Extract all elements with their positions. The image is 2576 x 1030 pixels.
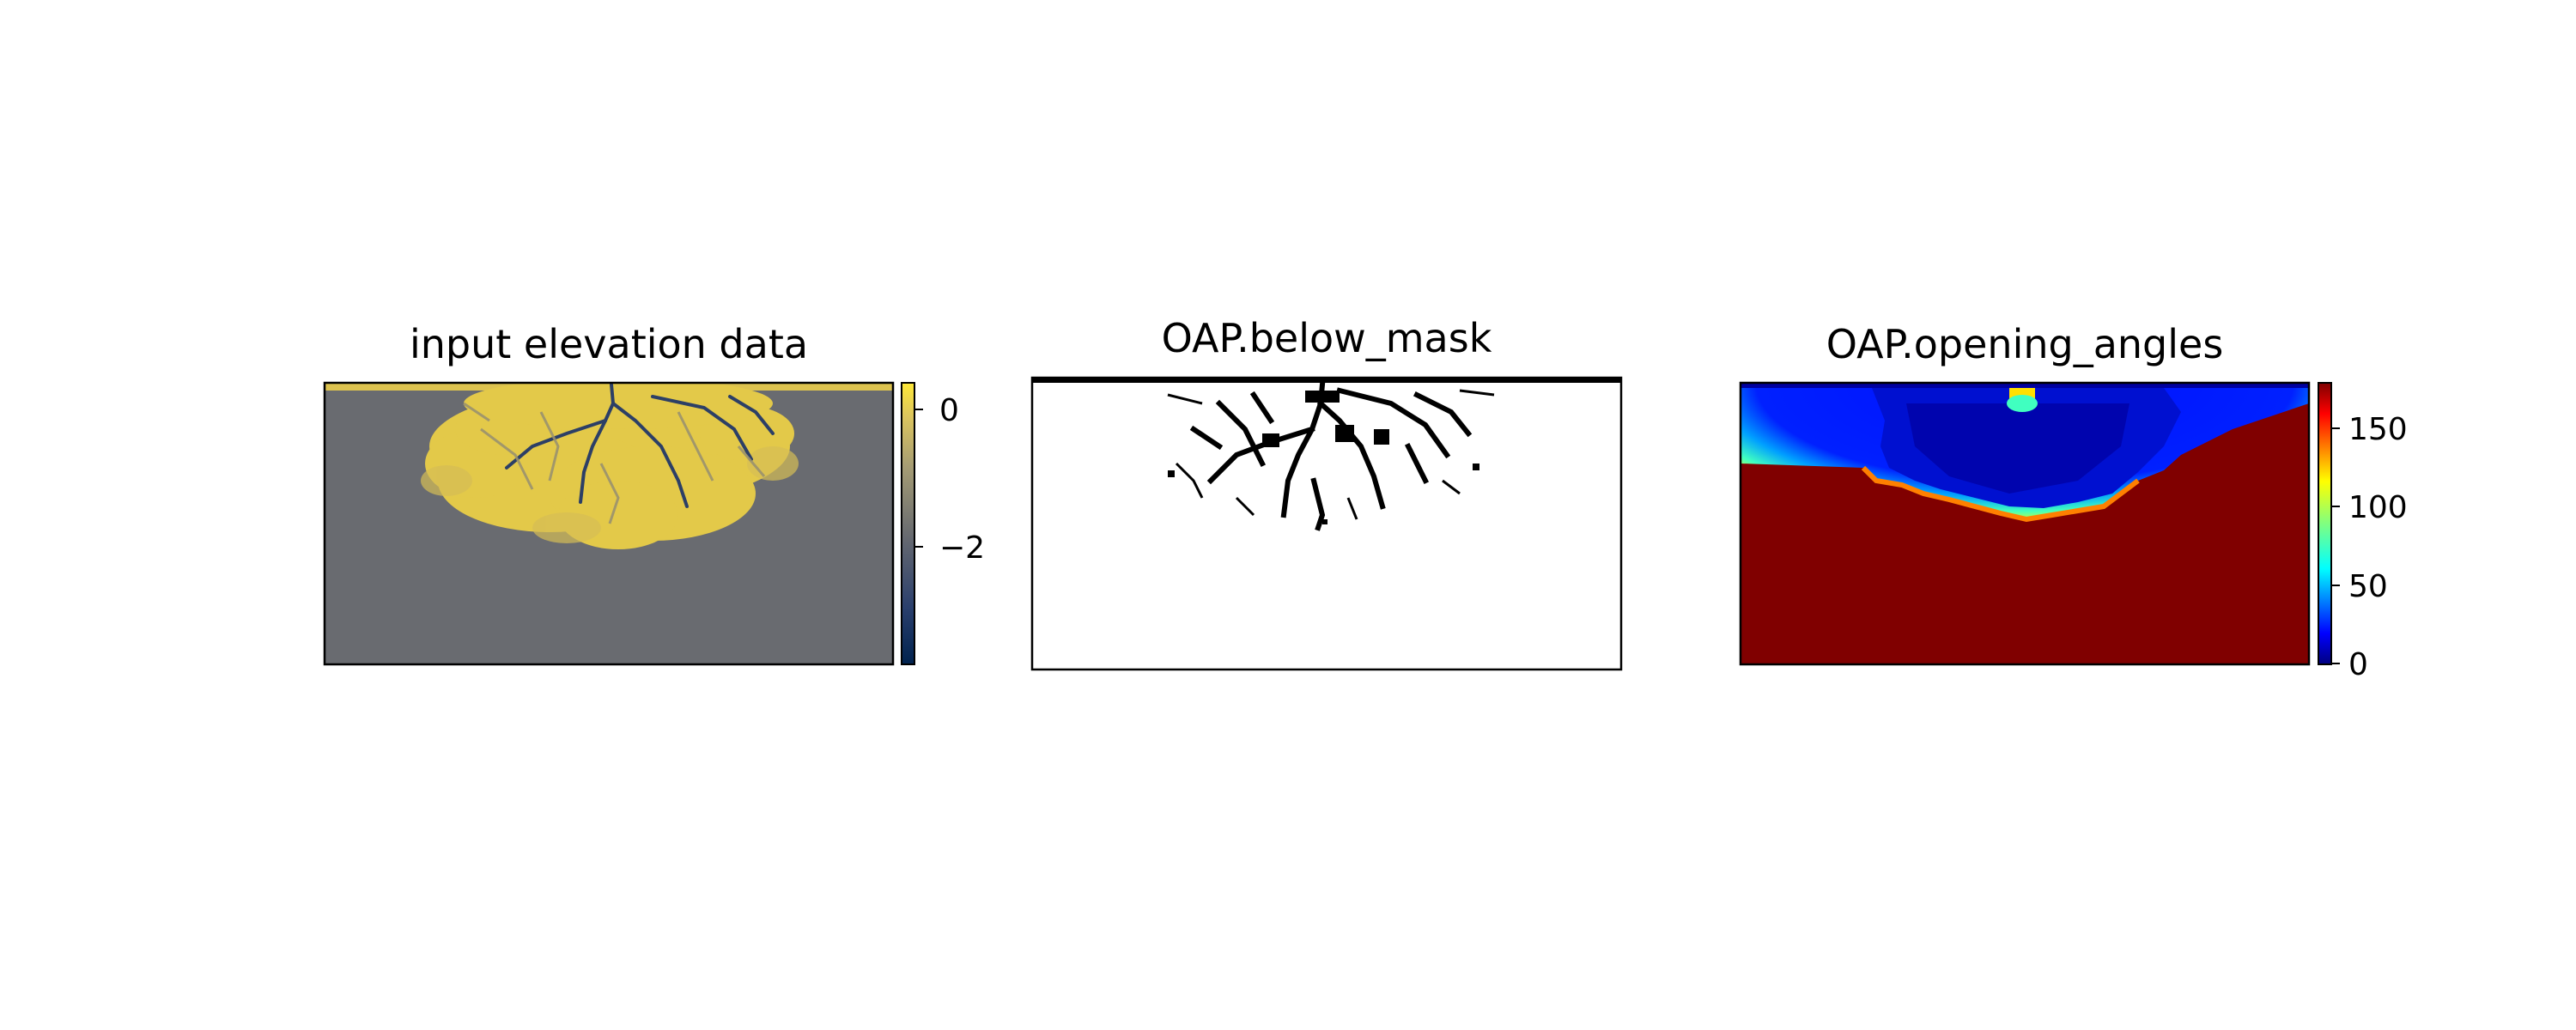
elevation-colorbar: 0 −2 [901,382,985,665]
colorbar-tick-label: 50 [2348,569,2388,604]
elevation-image [325,383,893,664]
colorbar-tick-label: 150 [2348,412,2408,447]
colorbar-tick-label: 100 [2348,490,2408,525]
colorbar-tick-label: 0 [939,393,959,428]
opening-angles-frame [1739,381,2311,666]
opening-angles-image [1741,383,2309,664]
panel-title-below-mask: OAP.below_mask [1162,315,1492,361]
panel-title-elevation: input elevation data [410,321,808,367]
panel-elevation: input elevation data [323,321,985,666]
opening-angles-colorbar: 150 100 50 0 [2318,382,2408,682]
panel-below-mask: OAP.below_mask [1030,315,1623,671]
below-mask-image [1032,378,1621,670]
colorbar-tick-label: −2 [939,530,985,566]
panel-opening-angles: OAP.opening_angles 150 100 50 0 [1739,321,2408,682]
below-mask-frame [1030,376,1623,671]
panel-title-opening-angles: OAP.opening_angles [1826,321,2224,367]
colorbar-tick-label: 0 [2348,647,2368,682]
elevation-frame [323,381,895,666]
